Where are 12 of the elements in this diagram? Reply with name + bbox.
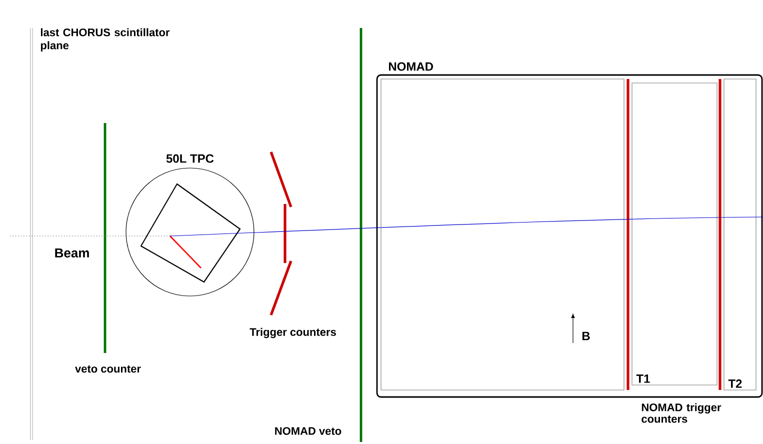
- node-label: 50L TPC: [166, 154, 214, 163]
- field-label: B: [582, 332, 590, 340]
- detector-box: [380, 78, 624, 390]
- detector-box: T2: [724, 78, 756, 390]
- counter-label: NOMAD trigger counters: [642, 403, 722, 423]
- beam-label: Beam: [55, 248, 89, 258]
- counter-label: Trigger counters: [250, 328, 336, 338]
- veto-label: NOMAD veto: [275, 427, 342, 435]
- plane-label: last CHORUS scintillator plane: [40, 28, 170, 52]
- node-label: NOMAD: [389, 62, 434, 71]
- counter-label: veto counter: [75, 365, 141, 373]
- detector-box: T1: [632, 82, 718, 386]
